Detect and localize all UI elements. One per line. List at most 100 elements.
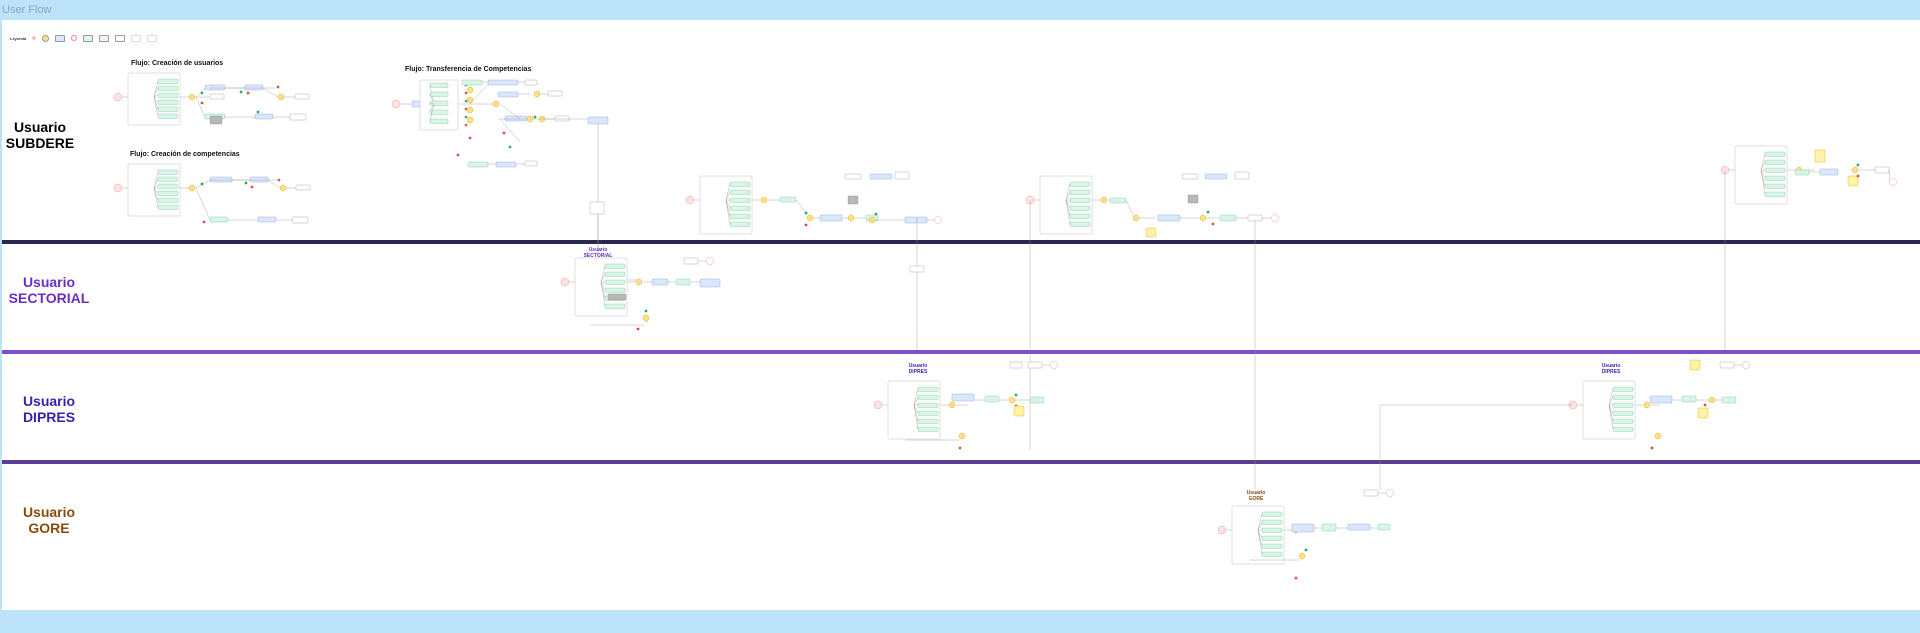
option-node bbox=[729, 205, 751, 211]
screen-node bbox=[1363, 489, 1379, 497]
screen-node bbox=[524, 79, 538, 86]
flow-title-transferencia: Flujo: Transferencia de Competencias bbox=[405, 66, 532, 73]
connector-line bbox=[195, 187, 211, 221]
decision-node bbox=[1100, 196, 1108, 204]
process-node bbox=[249, 176, 269, 183]
connector-line bbox=[153, 187, 159, 194]
process-node bbox=[1204, 173, 1228, 180]
option-node bbox=[604, 279, 626, 285]
option-node bbox=[1069, 197, 1091, 203]
subflow-title-dipres-2: Usuario DIPRES bbox=[1601, 363, 1621, 375]
option-node bbox=[1261, 551, 1283, 557]
connector-line bbox=[1760, 169, 1766, 179]
connector-line bbox=[600, 281, 606, 291]
connector-line bbox=[913, 404, 919, 422]
option-node bbox=[1321, 523, 1337, 532]
option-node bbox=[1764, 167, 1786, 173]
option-node bbox=[1377, 523, 1391, 531]
screen-node bbox=[291, 216, 309, 224]
process-node bbox=[819, 214, 843, 222]
connector-line bbox=[153, 187, 159, 201]
yes-marker bbox=[200, 182, 204, 186]
screen-node bbox=[289, 113, 307, 121]
end-node bbox=[1742, 361, 1750, 369]
screen-node bbox=[894, 171, 910, 180]
legend-empty-swatch bbox=[147, 34, 158, 42]
subflow-title-dipres-1: Usuario DIPRES bbox=[908, 363, 928, 375]
connector-line bbox=[153, 187, 159, 208]
option-node bbox=[604, 287, 626, 293]
option-node bbox=[209, 216, 229, 223]
decision-node bbox=[1132, 214, 1140, 222]
sticky-note bbox=[1013, 405, 1025, 417]
disabled-node bbox=[847, 195, 859, 205]
end-node bbox=[706, 257, 714, 265]
decision-node bbox=[635, 278, 643, 286]
screen-node bbox=[547, 90, 563, 97]
option-node bbox=[1261, 527, 1283, 533]
connector-line bbox=[499, 118, 521, 143]
decision-node bbox=[526, 115, 534, 123]
connector-line bbox=[469, 81, 491, 105]
connector-line bbox=[1257, 521, 1263, 531]
connector-line bbox=[499, 103, 521, 120]
decision-node bbox=[1851, 166, 1859, 174]
connector-line bbox=[725, 199, 731, 217]
connector-line bbox=[153, 96, 159, 103]
sticky-note bbox=[1689, 359, 1701, 371]
option-node bbox=[429, 91, 449, 97]
option-node bbox=[157, 176, 179, 182]
no-marker bbox=[464, 107, 468, 111]
option-node bbox=[1261, 535, 1283, 541]
decision-node bbox=[277, 93, 285, 101]
decision-node bbox=[279, 184, 287, 192]
no-marker bbox=[958, 446, 962, 450]
decision-node bbox=[948, 401, 956, 409]
lane-label-gore: Usuario GORE bbox=[22, 504, 76, 536]
option-node bbox=[429, 82, 449, 88]
process-node bbox=[204, 84, 226, 91]
yes-marker bbox=[464, 115, 468, 119]
connector-line bbox=[153, 96, 159, 110]
option-node bbox=[429, 100, 449, 106]
screen-node bbox=[524, 160, 538, 167]
connector-line bbox=[1608, 404, 1614, 422]
start-node bbox=[685, 195, 695, 205]
no-marker bbox=[502, 131, 506, 135]
connector-line bbox=[1608, 404, 1614, 414]
option-node bbox=[1612, 418, 1634, 424]
screen-node bbox=[295, 184, 311, 191]
option-node bbox=[917, 410, 939, 416]
no-marker bbox=[1856, 174, 1860, 178]
connector-line bbox=[600, 265, 606, 283]
option-node bbox=[157, 92, 179, 98]
process-node bbox=[244, 84, 264, 91]
canvas-board[interactable] bbox=[2, 20, 1920, 610]
decision-node bbox=[466, 106, 474, 114]
no-marker bbox=[464, 91, 468, 95]
legend: Leyenda bbox=[10, 34, 158, 42]
decision-node bbox=[806, 214, 814, 222]
option-node bbox=[917, 386, 939, 392]
no-marker bbox=[464, 123, 468, 127]
connector-line bbox=[1608, 396, 1614, 406]
option-node bbox=[157, 113, 179, 119]
process-node bbox=[254, 113, 274, 120]
screen-node bbox=[554, 115, 570, 122]
process-node bbox=[869, 173, 893, 180]
option-node bbox=[1069, 213, 1091, 219]
screen-node bbox=[1234, 171, 1250, 180]
option-node bbox=[1612, 426, 1634, 432]
yes-marker bbox=[804, 211, 808, 215]
start-node bbox=[1217, 525, 1227, 535]
screen-node bbox=[1027, 361, 1043, 369]
connector-line bbox=[429, 103, 435, 113]
decision-node bbox=[868, 216, 876, 224]
option-node bbox=[1219, 214, 1237, 222]
option-node bbox=[917, 402, 939, 408]
screen-node bbox=[909, 265, 925, 273]
connector-line bbox=[1257, 529, 1263, 547]
connector-line bbox=[1608, 404, 1614, 430]
no-marker bbox=[200, 101, 204, 105]
no-marker bbox=[1703, 403, 1707, 407]
